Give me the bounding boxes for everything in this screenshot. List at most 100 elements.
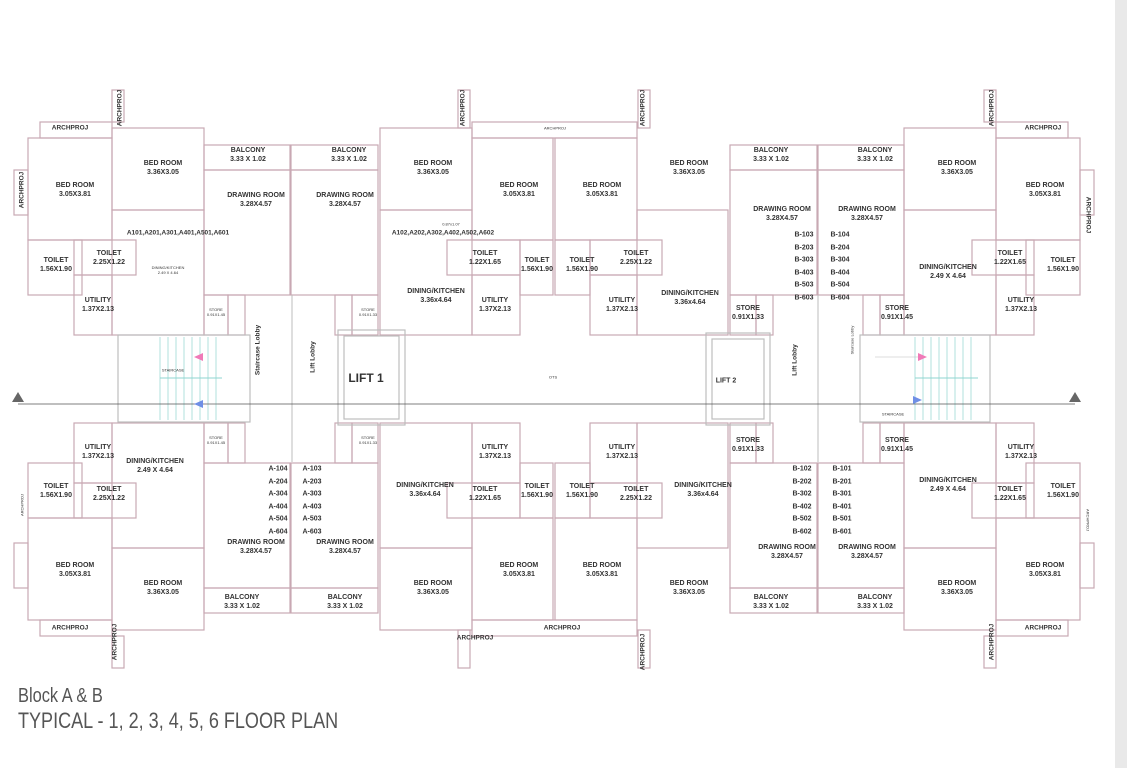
- lift-2-car: [711, 338, 765, 420]
- room-label: ARCHPROJ: [639, 633, 647, 671]
- up-arrow-icon: [194, 400, 203, 408]
- room-label: A102,A202,A302,A402,A502,A602: [391, 229, 495, 237]
- room-wall: [27, 462, 83, 519]
- room-label: BED ROOM 3.36X3.05: [669, 160, 709, 176]
- room-label: ARCHPROJ: [988, 623, 996, 661]
- room-label: STAIRCASE: [881, 411, 905, 417]
- room-label: ARCHPROJ: [639, 89, 647, 127]
- room-label: UTILITY 1.37X2.13: [82, 297, 114, 313]
- room-label: B-102 B-202 B-302 B-402 B-502 B-602: [792, 465, 812, 536]
- room-wall: [457, 629, 471, 669]
- room-label: Staircase Lobby: [849, 325, 855, 355]
- room-label: B-103 B-203 B-303 B-403 B-503 B-603: [794, 231, 814, 302]
- room-label: DRAWING ROOM 3.28X4.57: [758, 544, 816, 560]
- plan-title: Block A & B TYPICAL - 1, 2, 3, 4, 5, 6 F…: [18, 684, 408, 734]
- room-wall: [817, 462, 905, 589]
- room-label: BALCONY 3.33 X 1.02: [230, 147, 266, 163]
- room-wall: [995, 422, 1035, 484]
- section-marker-icon: [1069, 392, 1081, 402]
- room-label: BED ROOM 3.36X3.05: [937, 160, 977, 176]
- room-wall: [227, 422, 246, 464]
- room-wall: [862, 294, 881, 336]
- room-wall: [1079, 169, 1095, 216]
- room-wall: [334, 294, 353, 336]
- room-label: ARCHPROJ: [456, 634, 494, 642]
- room-label: BED ROOM 3.05X3.81: [499, 182, 539, 198]
- room-label: BED ROOM 3.05X3.81: [499, 562, 539, 578]
- room-label: STORE 0.91X1.45: [206, 307, 226, 317]
- room-label: BALCONY 3.33 X 1.02: [327, 594, 363, 610]
- room-label: BALCONY 3.33 X 1.02: [753, 594, 789, 610]
- room-wall: [637, 89, 651, 129]
- room-wall: [111, 635, 125, 669]
- room-label: LIFT 1: [348, 371, 384, 385]
- room-label: DRAWING ROOM 3.28X4.57: [838, 544, 896, 560]
- room-label: STORE 0.91X1.45: [206, 435, 226, 445]
- room-label: BED ROOM 3.36X3.05: [413, 580, 453, 596]
- room-label: ARCHPROJ: [988, 89, 996, 127]
- room-wall: [379, 209, 473, 336]
- room-label: UTILITY 1.37X2.13: [606, 297, 638, 313]
- staircase-right: [859, 334, 991, 423]
- room-label: ARCHPROJ: [459, 89, 467, 127]
- room-label: ARCHPROJ: [543, 125, 567, 131]
- room-label: 0.87x1.07: [442, 221, 460, 227]
- room-label: TOILET 1.56X1.90: [40, 257, 72, 273]
- room-label: B-104 B-204 B-304 B-404 B-504 B-604: [830, 231, 850, 302]
- scrollbar-track[interactable]: [1115, 0, 1127, 768]
- room-label: BED ROOM 3.36X3.05: [143, 580, 183, 596]
- room-label: ARCHPROJ: [51, 624, 89, 632]
- room-wall: [636, 209, 729, 336]
- room-label: BED ROOM 3.05X3.81: [582, 182, 622, 198]
- room-wall: [471, 274, 521, 336]
- room-label: TOILET 1.56X1.90: [1047, 483, 1079, 499]
- up-arrow-icon: [913, 396, 922, 404]
- room-label: A-103 A-203 A-303 A-403 A-503 A-603: [302, 465, 322, 536]
- room-label: BALCONY 3.33 X 1.02: [753, 147, 789, 163]
- room-label: DRAWING ROOM 3.28X4.57: [316, 539, 374, 555]
- room-label: ARCHPROJ: [543, 624, 581, 632]
- room-label: LIFT 2: [715, 377, 737, 385]
- room-label: STAIRCASE: [161, 367, 185, 373]
- room-wall: [13, 542, 29, 589]
- room-label: A101,A201,A301,A401,A501,A601: [126, 229, 230, 237]
- room-wall: [73, 422, 113, 484]
- room-label: DRAWING ROOM 3.28X4.57: [227, 539, 285, 555]
- room-label: UTILITY 1.37X2.13: [1005, 444, 1037, 460]
- room-label: ARCHPROJ: [51, 124, 89, 132]
- lift-1-car: [343, 335, 400, 420]
- room-label: UTILITY 1.37X2.13: [479, 297, 511, 313]
- room-label: TOILET 1.56X1.90: [1047, 257, 1079, 273]
- room-wall: [73, 274, 113, 336]
- room-label: Lift Lobby: [791, 344, 799, 376]
- room-wall: [636, 422, 729, 549]
- room-label: TOILET 1.22X1.65: [469, 486, 501, 502]
- room-label: TOILET 1.56X1.90: [521, 257, 553, 273]
- room-wall: [983, 635, 997, 669]
- room-label: BALCONY 3.33 X 1.02: [224, 594, 260, 610]
- room-wall: [27, 239, 83, 296]
- room-label: BED ROOM 3.05X3.81: [1025, 182, 1065, 198]
- room-label: UTILITY 1.37X2.13: [1005, 297, 1037, 313]
- room-label: STORE 0.91X1.33: [358, 307, 378, 317]
- room-label: TOILET 1.56X1.90: [566, 257, 598, 273]
- room-label: OTS: [548, 374, 558, 380]
- room-label: DINING/KITCHEN 2.49 X 4.64: [151, 265, 185, 275]
- room-wall: [111, 422, 205, 549]
- room-wall: [227, 294, 246, 336]
- room-label: STORE 0.91X1.33: [358, 435, 378, 445]
- room-wall: [1025, 462, 1081, 519]
- room-label: ARCHPROJ: [1084, 196, 1092, 234]
- room-wall: [471, 422, 521, 484]
- room-label: DINING/KITCHEN 2.49 X 4.64: [919, 477, 977, 493]
- room-label: TOILET 1.56X1.90: [521, 483, 553, 499]
- room-label: BED ROOM 3.05X3.81: [582, 562, 622, 578]
- room-label: DRAWING ROOM 3.28X4.57: [838, 206, 896, 222]
- lift-1-shaft: [337, 329, 406, 426]
- room-wall: [13, 169, 29, 216]
- room-label: TOILET 1.22X1.65: [994, 250, 1026, 266]
- staircase-left: [117, 334, 251, 423]
- room-wall: [1025, 239, 1081, 296]
- room-label: BALCONY 3.33 X 1.02: [857, 147, 893, 163]
